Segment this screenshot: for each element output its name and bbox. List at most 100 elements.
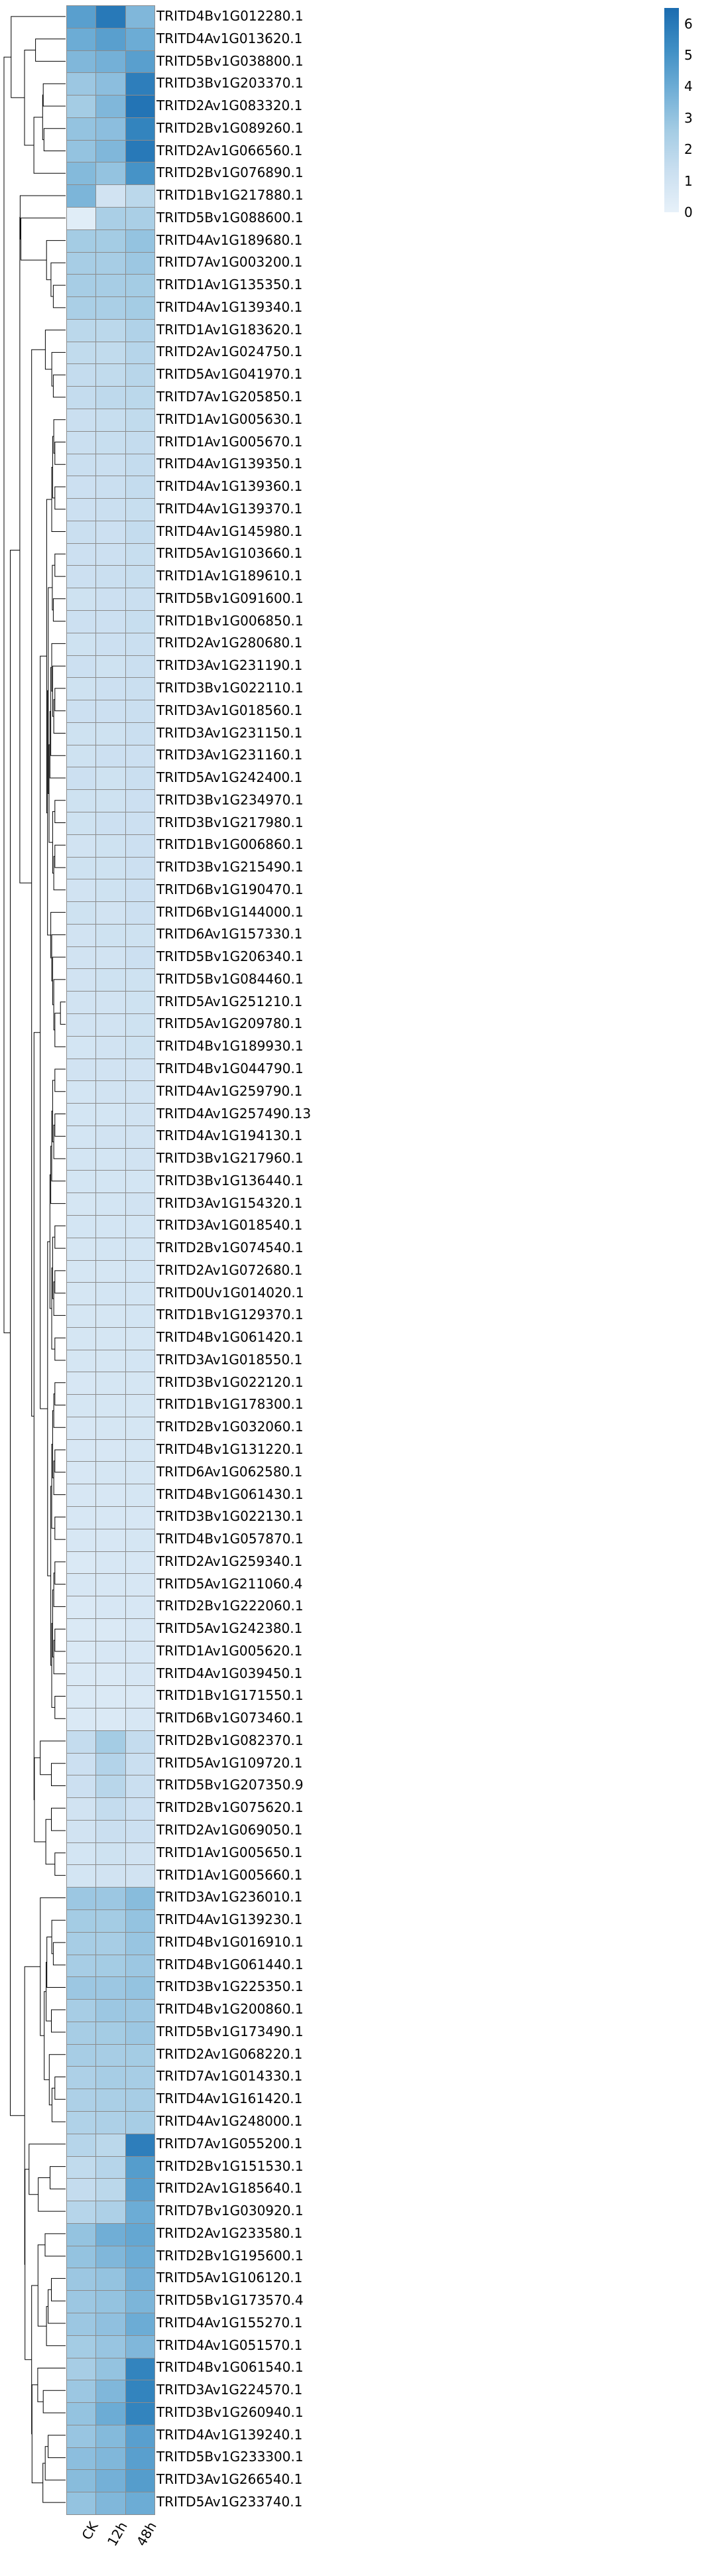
heatmap-cell [96,2492,125,2514]
row-label: TRITD5Bv1G091600.1 [156,590,304,606]
heatmap-cell [125,1439,154,1462]
heatmap-cell [125,2022,154,2044]
heatmap-cell [125,946,154,969]
row-label: TRITD4Av1G139230.1 [156,1911,303,1928]
row-label: TRITD0Uv1G014020.1 [156,1284,304,1301]
heatmap-cell [125,857,154,879]
heatmap-cell [96,543,125,566]
heatmap-cell [125,2268,154,2291]
heatmap-cell [96,6,125,28]
colorbar-tick-label: 0 [684,204,693,220]
heatmap-cell [67,476,96,499]
heatmap-cell [96,566,125,588]
row-label: TRITD3Av1G231190.1 [156,657,303,674]
heatmap-cell [96,162,125,185]
heatmap-cell [96,1551,125,1574]
heatmap-cell [96,2291,125,2313]
row-label: TRITD3Av1G266540.1 [156,2471,303,2488]
row-label: TRITD5Av1G233740.1 [156,2493,303,2510]
dendrogram-lines [3,16,66,2503]
heatmap-cell [96,207,125,229]
row-label: TRITD1Bv1G217880.1 [156,187,304,204]
heatmap-cell [125,6,154,28]
heatmap-cell [67,1059,96,1081]
heatmap-cell [96,1171,125,1193]
heatmap-cell [96,2335,125,2358]
heatmap-cell [96,1036,125,1059]
heatmap-cell [125,319,154,342]
heatmap-cell [125,2134,154,2156]
heatmap-cell [67,1238,96,1260]
row-label: TRITD2Bv1G151530.1 [156,2157,304,2174]
heatmap-cell [67,2358,96,2380]
heatmap-cell [67,1596,96,1618]
row-label: TRITD4Av1G139370.1 [156,500,303,517]
heatmap-cell [96,1283,125,1305]
heatmap-cell [96,229,125,252]
heatmap-cell [125,633,154,655]
row-label: TRITD5Av1G251210.1 [156,993,303,1009]
row-label: TRITD4Av1G039450.1 [156,1665,303,1681]
row-label: TRITD1Av1G005620.1 [156,1642,303,1659]
heatmap-cell [125,1081,154,1104]
row-label: TRITD1Av1G135350.1 [156,277,303,293]
heatmap-cell [96,655,125,678]
heatmap-cell [125,364,154,387]
row-label: TRITD4Av1G139340.1 [156,298,303,315]
heatmap-cell [96,2268,125,2291]
heatmap-cell [96,1059,125,1081]
heatmap-cell [96,2447,125,2470]
heatmap-cell [96,476,125,499]
heatmap-cell [67,1126,96,1148]
heatmap-cell [125,1977,154,2000]
row-label: TRITD5Bv1G038800.1 [156,52,304,69]
heatmap-cell [125,1036,154,1059]
heatmap-cell [96,1104,125,1126]
heatmap-cell [67,1842,96,1865]
heatmap-cell [96,2022,125,2044]
heatmap-cell [96,1215,125,1238]
heatmap-cell [125,140,154,162]
heatmap-cell [125,2044,154,2067]
heatmap-cell [125,2246,154,2268]
heatmap-cell [67,1708,96,1730]
heatmap-cell [125,610,154,633]
heatmap-cell [67,879,96,902]
heatmap-cell [67,1865,96,1888]
row-label: TRITD4Av1G013620.1 [156,30,303,46]
row-label: TRITD4Bv1G061420.1 [156,1329,304,1346]
heatmap-cell [67,633,96,655]
heatmap-cell [67,2201,96,2223]
heatmap-cell [67,409,96,431]
heatmap-cell [96,1484,125,1507]
heatmap-cell [96,1753,125,1775]
heatmap-cell [125,185,154,207]
heatmap-cell [125,1059,154,1081]
row-label: TRITD3Av1G231150.1 [156,724,303,741]
heatmap-cell [67,2022,96,2044]
heatmap-cell [96,2470,125,2492]
heatmap-cell [67,28,96,50]
heatmap-cell [125,73,154,96]
row-label: TRITD4Av1G155270.1 [156,2314,303,2331]
heatmap-cell [96,2358,125,2380]
row-label: TRITD1Av1G005660.1 [156,1866,303,1883]
row-label: TRITD6Bv1G190470.1 [156,881,304,897]
heatmap-cell [67,2492,96,2514]
heatmap-cell [67,342,96,364]
heatmap-cell [67,6,96,28]
heatmap-cell [96,409,125,431]
row-label: TRITD3Bv1G022130.1 [156,1508,304,1525]
row-label: TRITD1Av1G005670.1 [156,433,303,450]
heatmap-cell [67,117,96,140]
heatmap-cell [125,2201,154,2223]
heatmap-cell [67,140,96,162]
row-label: TRITD4Av1G248000.1 [156,2112,303,2129]
row-label: TRITD2Av1G066560.1 [156,142,303,159]
heatmap-cell [125,700,154,722]
heatmap-cell [67,1372,96,1395]
heatmap-cell [125,454,154,476]
row-label: TRITD3Av1G231160.1 [156,747,303,763]
heatmap-cell [96,879,125,902]
